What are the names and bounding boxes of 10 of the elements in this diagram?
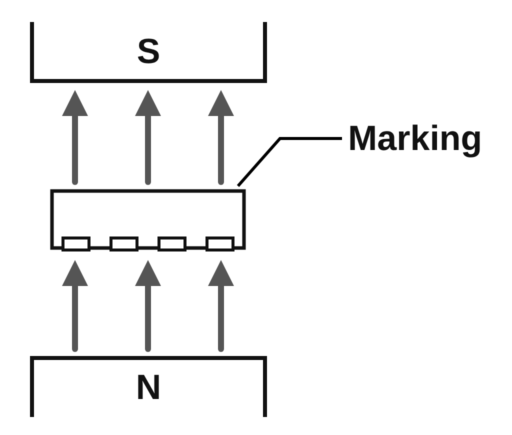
arrow (208, 260, 234, 352)
arrow (135, 90, 161, 185)
arrow (135, 260, 161, 352)
pole-label: N (136, 370, 162, 405)
arrow (62, 260, 88, 352)
leader-line (236, 137, 342, 187)
arrow (62, 90, 88, 185)
pole-label: S (136, 34, 160, 69)
callout-label: Marking (348, 121, 482, 156)
arrow (208, 90, 234, 185)
